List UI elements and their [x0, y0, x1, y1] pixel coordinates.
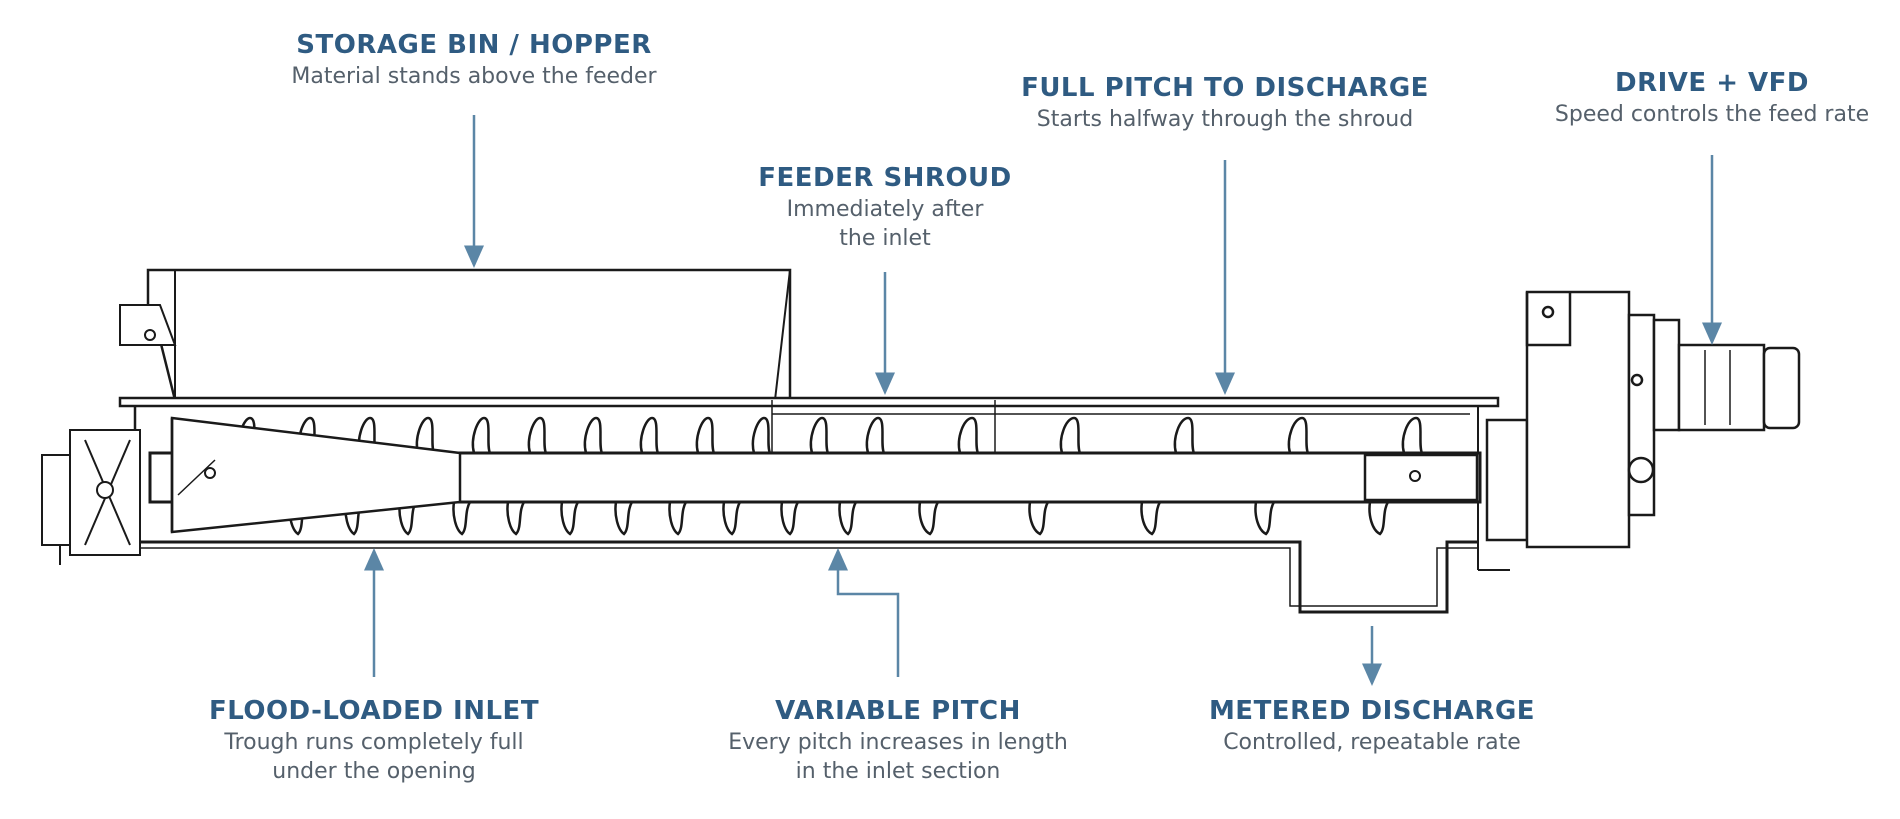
feeder-shroud-desc-1: Immediately after: [786, 197, 984, 222]
variable-pitch-desc-1: Every pitch increases in length: [728, 730, 1068, 755]
metered-discharge-title: METERED DISCHARGE: [1208, 696, 1536, 726]
full-pitch-title: FULL PITCH TO DISCHARGE: [1021, 73, 1429, 103]
flood-inlet-desc-2: under the opening: [272, 759, 476, 784]
feeder-shroud-desc-2: the inlet: [839, 226, 931, 251]
metered-discharge-desc: Controlled, repeatable rate: [1223, 730, 1521, 755]
flood-inlet-desc-1: Trough runs completely full: [224, 730, 524, 755]
variable-pitch-callout: VARIABLE PITCH Every pitch increases in …: [728, 694, 1068, 786]
drive: [1485, 290, 1801, 549]
feeder-shroud-title: FEEDER SHROUD: [758, 163, 1012, 193]
variable-leader-arrow: [828, 548, 900, 677]
full-pitch-callout: FULL PITCH TO DISCHARGE Starts halfway t…: [1021, 71, 1429, 134]
flood-inlet-title: FLOOD-LOADED INLET: [208, 696, 540, 726]
drive-title: DRIVE + VFD: [1614, 68, 1810, 98]
storage-bin-callout: STORAGE BIN / HOPPER Material stands abo…: [291, 28, 656, 91]
variable-pitch-desc-2: in the inlet section: [795, 759, 1001, 784]
tail-bearing: [41, 429, 141, 565]
flood-inlet-callout: FLOOD-LOADED INLET Trough runs completel…: [209, 694, 539, 786]
shaft: [148, 416, 1482, 534]
storage-bin-title: STORAGE BIN / HOPPER: [296, 30, 652, 60]
metered-discharge-callout: METERED DISCHARGE Controlled, repeatable…: [1209, 694, 1535, 757]
leader-lines: [364, 115, 1722, 686]
drive-desc: Speed controls the feed rate: [1554, 102, 1870, 127]
variable-pitch-title: VARIABLE PITCH: [775, 696, 1021, 726]
hopper: [119, 268, 792, 402]
full-pitch-desc: Starts halfway through the shroud: [1036, 107, 1414, 132]
storage-bin-desc: Material stands above the feeder: [291, 64, 657, 89]
feeder-shroud-callout: FEEDER SHROUD Immediately after the inle…: [758, 161, 1012, 253]
drive-callout: DRIVE + VFD Speed controls the feed rate: [1555, 66, 1869, 129]
